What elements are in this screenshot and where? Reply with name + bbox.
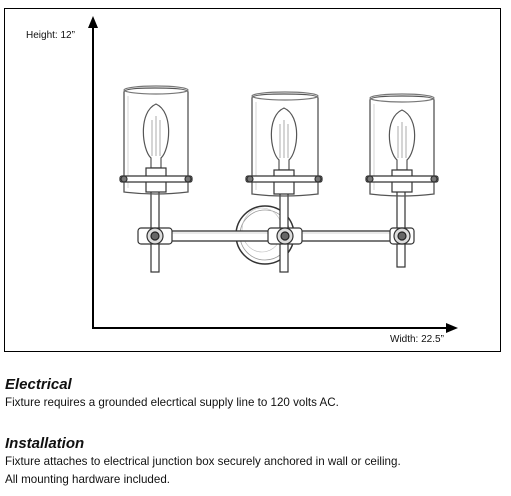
width-axis-arrow	[92, 323, 458, 333]
installation-text-line2: All mounting hardware included.	[5, 473, 170, 486]
width-dimension-label: Width: 22.5”	[390, 334, 444, 345]
electrical-section: Electrical Fixture requires a grounded e…	[5, 376, 339, 412]
center-lamp	[245, 91, 323, 197]
installation-text-line1: Fixture attaches to electrical junction …	[5, 455, 401, 468]
left-lamp	[119, 85, 193, 195]
electrical-heading: Electrical	[5, 376, 72, 393]
installation-section: Installation Fixture attaches to electri…	[5, 435, 401, 489]
installation-heading: Installation	[5, 435, 85, 452]
height-dimension-label: Height: 12”	[26, 30, 75, 41]
right-knuckle	[389, 227, 415, 245]
electrical-text: Fixture requires a grounded elecrtical s…	[5, 396, 339, 409]
fixture-illustration	[119, 85, 439, 273]
left-knuckle	[137, 227, 173, 245]
center-knuckle	[267, 227, 303, 245]
dimension-diagram-frame	[4, 8, 501, 352]
height-axis-arrow	[88, 16, 98, 328]
right-lamp	[365, 93, 439, 197]
